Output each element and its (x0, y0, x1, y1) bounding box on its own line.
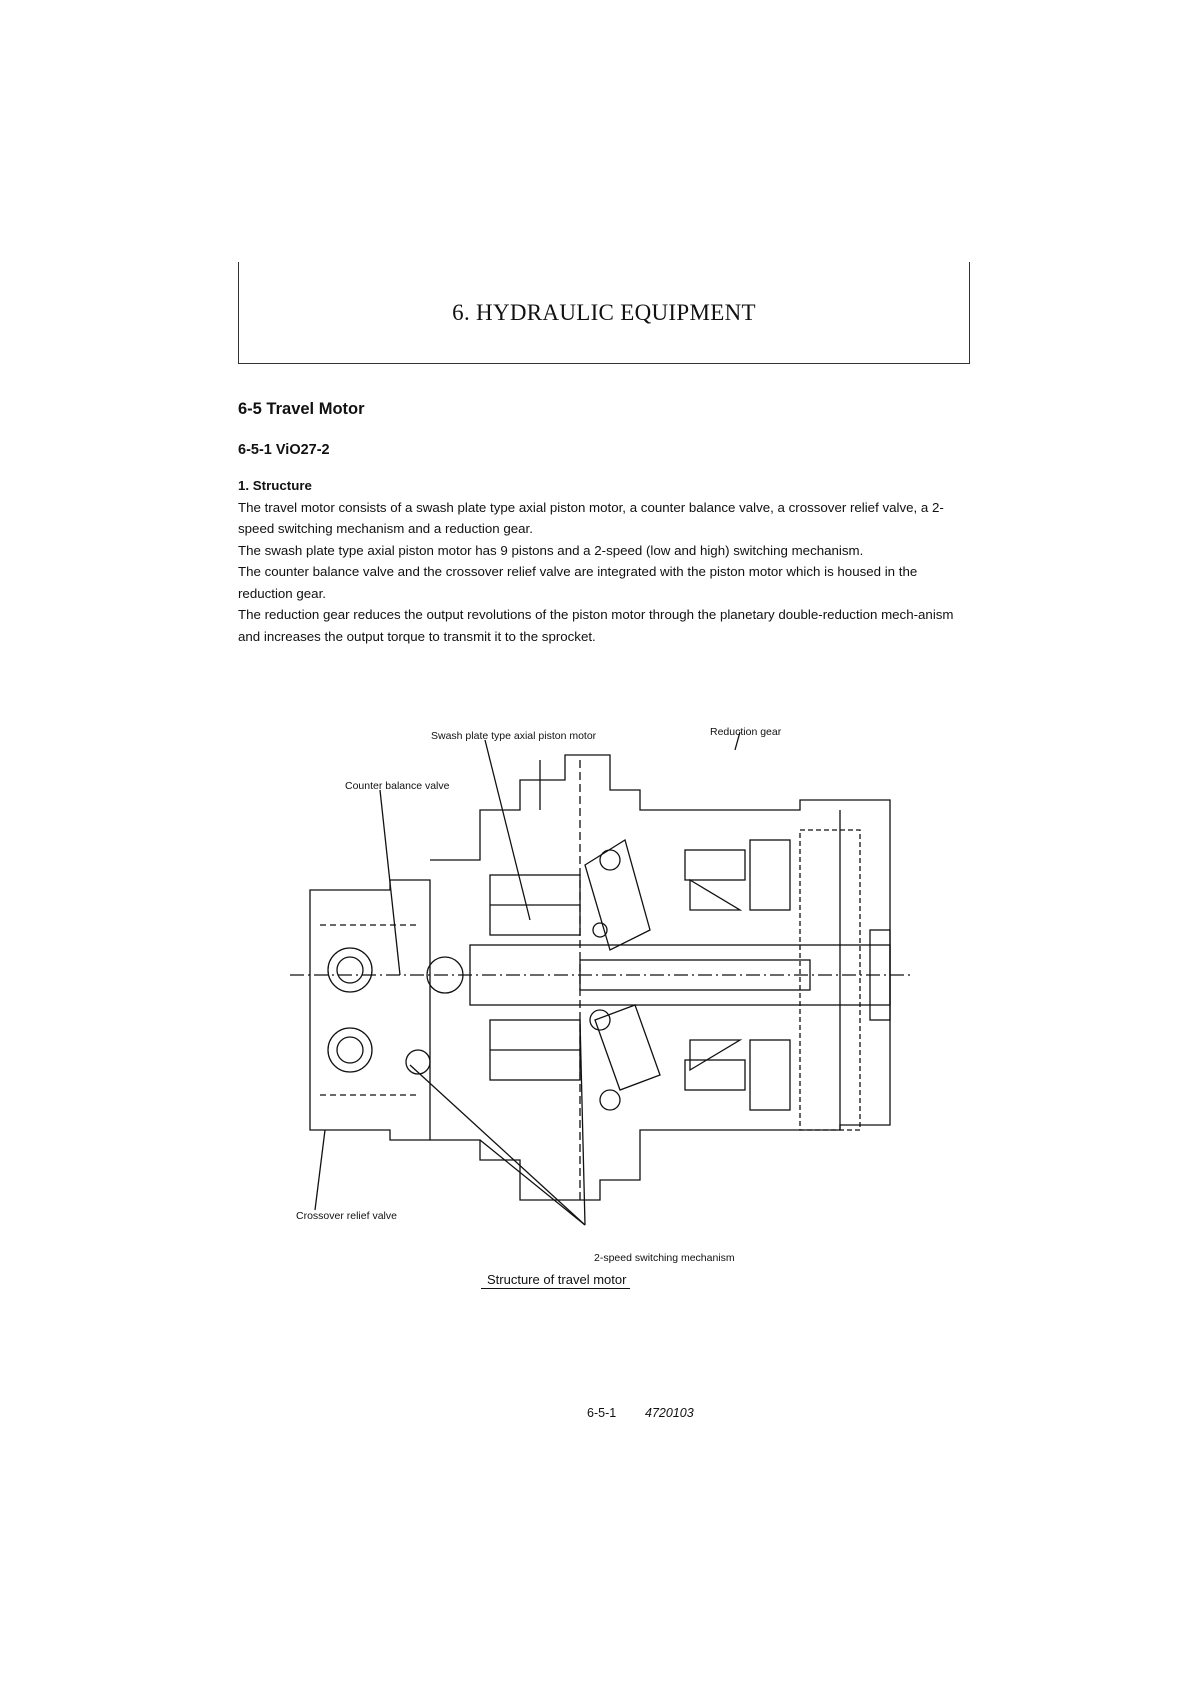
label-crossover-relief-valve: Crossover relief valve (296, 1210, 397, 1222)
travel-motor-diagram: Swash plate type axial piston motor Redu… (280, 720, 920, 1290)
label-counter-balance-valve: Counter balance valve (345, 780, 450, 792)
subsection-heading: 1. Structure (238, 478, 312, 493)
figure-caption: Structure of travel motor (481, 1272, 631, 1289)
body-text: 1. Structure The travel motor consists o… (238, 475, 972, 647)
paragraph-2: The swash plate type axial piston motor … (238, 542, 864, 558)
paragraph-4: The reduction gear reduces the output re… (238, 607, 954, 644)
label-swash-plate-motor: Swash plate type axial piston motor (431, 730, 597, 742)
paragraph-1: The travel motor consists of a swash pla… (238, 499, 944, 537)
travel-motor-drawing (290, 731, 910, 1226)
section-subtitle: 6-5-1 ViO27-2 (238, 442, 330, 458)
page-number: 6-5-1 (587, 1406, 617, 1420)
chapter-title: 6. HYDRAULIC EQUIPMENT (452, 300, 756, 325)
paragraph-3: The counter balance valve and the crosso… (238, 564, 918, 601)
chapter-header-box: 6. HYDRAULIC EQUIPMENT (238, 262, 970, 364)
document-code: 4720103 (645, 1406, 694, 1420)
label-2-speed-mechanism: 2-speed switching mechanism (594, 1252, 735, 1264)
section-title: 6-5 Travel Motor (238, 400, 365, 418)
label-reduction-gear: Reduction gear (710, 726, 782, 738)
